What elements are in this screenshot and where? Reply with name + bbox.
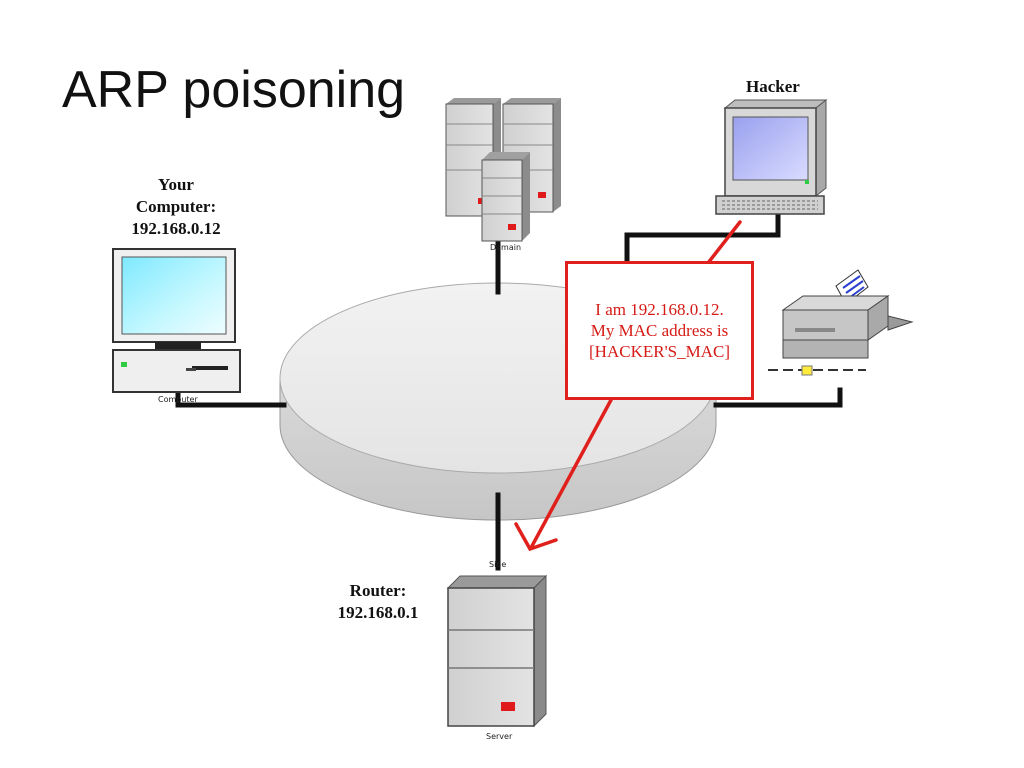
- cable-printer: [713, 387, 843, 408]
- your-computer-icon: [112, 248, 241, 393]
- domain-servers-icon: [445, 98, 561, 242]
- printer-icon: [768, 269, 914, 376]
- router-label-line-2: 192.168.0.1: [337, 603, 419, 623]
- callout-line-3: [HACKER'S_MAC]: [589, 342, 730, 362]
- hacker-computer-icon: [715, 98, 828, 215]
- callout-line-2: My MAC address is: [590, 320, 729, 340]
- callout-line-1: I am 192.168.0.12.: [595, 299, 724, 319]
- slide-title: ARP poisoning: [62, 61, 406, 119]
- router-server-icon: [446, 574, 548, 728]
- your-computer-label: Your Computer: 192.168.0.12: [104, 174, 248, 240]
- your-computer-label-line-3: 192.168.0.12: [131, 219, 221, 239]
- poisoning-arrow: [514, 220, 742, 552]
- your-computer-label-line-1: Your: [158, 175, 194, 194]
- domain-caption: Domain: [490, 243, 522, 252]
- hub-router-caption: Side: [489, 560, 507, 569]
- cable-computer: [175, 389, 287, 408]
- your-computer-label-line-2: Computer:: [135, 197, 217, 217]
- router-label-line-1: Router:: [349, 581, 407, 600]
- network-cables: [175, 209, 843, 571]
- server-tower-front: [481, 152, 530, 242]
- arp-spoof-callout: I am 192.168.0.12. My MAC address is [HA…: [565, 261, 754, 400]
- computer-caption: Computer: [158, 395, 198, 404]
- server-caption: Server: [486, 732, 513, 741]
- router-label: Router: 192.168.0.1: [318, 580, 438, 624]
- hacker-label: Hacker: [746, 77, 800, 96]
